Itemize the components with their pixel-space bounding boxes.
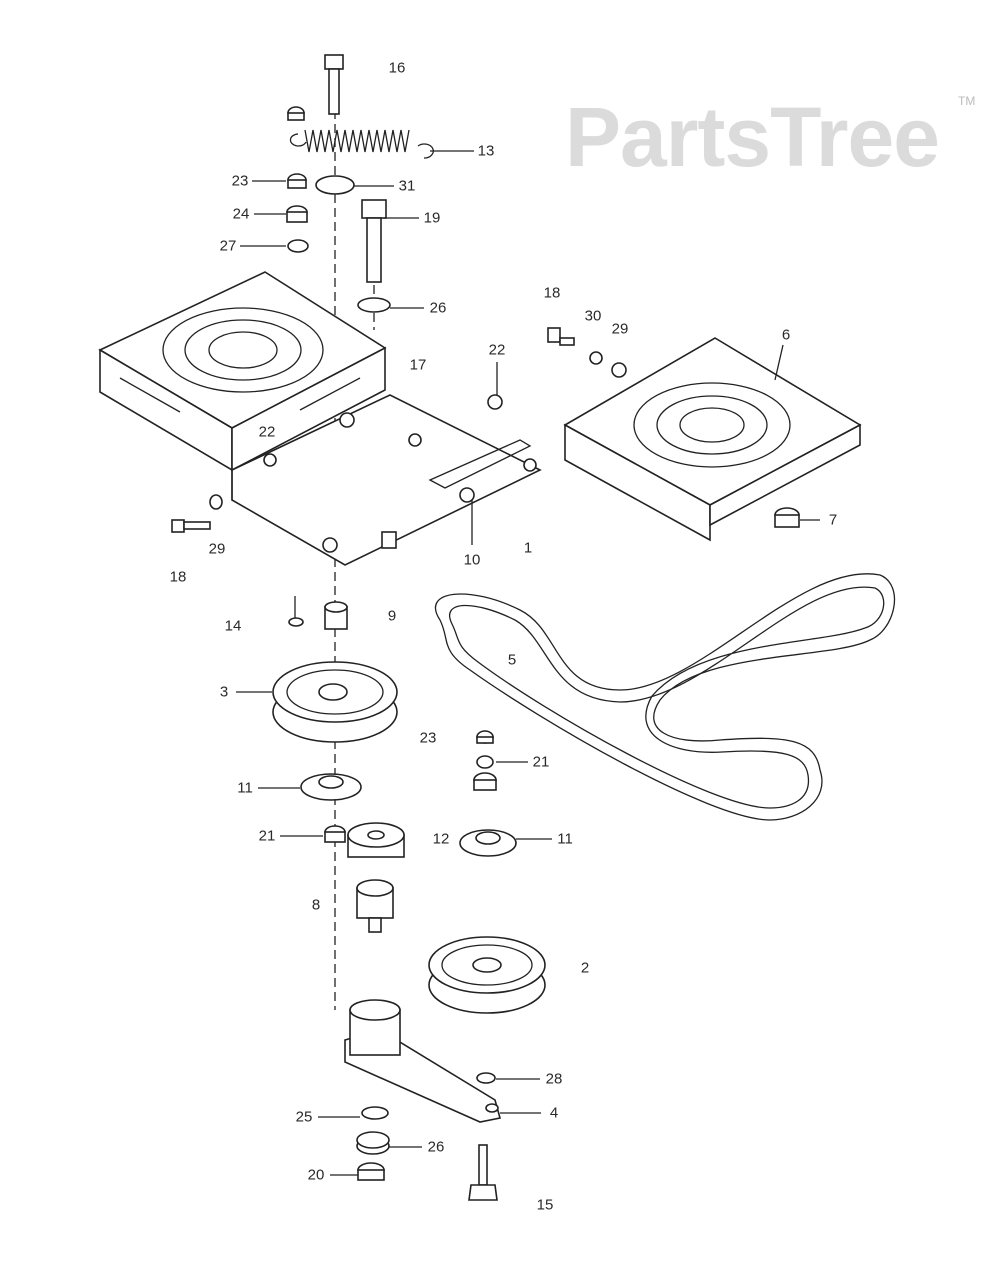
callout-label: 27 <box>219 237 237 255</box>
nut-20 <box>357 1162 385 1181</box>
callout-label: 21 <box>532 753 550 771</box>
callout-label: 1 <box>523 539 533 557</box>
nut-23 <box>287 173 307 189</box>
bushing-8 <box>356 879 394 933</box>
callout-label: 26 <box>429 299 447 317</box>
callout-label: 17 <box>409 356 427 374</box>
callout-label: 13 <box>477 142 495 160</box>
washer-right <box>476 755 494 769</box>
spacer-9 <box>324 601 348 630</box>
washer-26-bottom <box>356 1131 390 1155</box>
bolt-18-left <box>171 519 211 533</box>
right-bracket-6 <box>563 337 862 542</box>
callout-label: 8 <box>311 896 321 914</box>
main-plate-1 <box>231 394 542 566</box>
callout-label: 30 <box>584 307 602 325</box>
callout-label: 22 <box>258 423 276 441</box>
nut-29-right <box>611 362 627 378</box>
bolt-15 <box>468 1144 498 1201</box>
idler-arm-4 <box>344 999 502 1123</box>
callout-label: 14 <box>224 617 242 635</box>
callout-label: 11 <box>557 830 573 848</box>
callout-label: 18 <box>543 284 561 302</box>
washer-25 <box>361 1106 389 1120</box>
callout-label: 16 <box>388 59 406 77</box>
callout-label: 5 <box>507 651 517 669</box>
callout-label: 2 <box>580 959 590 977</box>
callout-label: 29 <box>611 320 629 338</box>
washer-29-left <box>209 494 223 510</box>
callout-label: 21 <box>258 827 276 845</box>
callout-label: 23 <box>231 172 249 190</box>
nut-24 <box>286 205 308 223</box>
callout-label: 12 <box>432 830 450 848</box>
bearing-11-right <box>459 829 517 857</box>
callout-label: 9 <box>387 607 397 625</box>
washer-31 <box>315 175 355 195</box>
bolt-16 <box>324 54 344 115</box>
spring-13 <box>289 129 434 159</box>
callout-label: 19 <box>423 209 441 227</box>
watermark: PartsTree <box>565 90 940 184</box>
callout-label: 18 <box>169 568 187 586</box>
pin-14-base <box>288 617 304 627</box>
callout-label: 20 <box>307 1166 325 1184</box>
callout-label: 10 <box>463 551 481 569</box>
washer-30 <box>589 351 603 365</box>
belt-5 <box>434 573 896 821</box>
bolt-19 <box>361 199 387 283</box>
callout-label: 7 <box>828 511 838 529</box>
nut-23-right <box>476 730 494 744</box>
callout-label: 11 <box>237 779 253 797</box>
callout-label: 31 <box>398 177 416 195</box>
callout-label: 4 <box>549 1104 559 1122</box>
callout-label: 24 <box>232 205 250 223</box>
bolt-18-right <box>547 327 575 346</box>
washer-26 <box>357 297 391 313</box>
spacer-12 <box>347 822 405 858</box>
callout-label: 22 <box>488 341 506 359</box>
washer-27 <box>287 239 309 253</box>
washer-28 <box>476 1072 496 1084</box>
nut-top <box>287 106 305 121</box>
callout-label: 23 <box>419 729 437 747</box>
bearing-11-left <box>300 773 362 801</box>
callout-label: 15 <box>536 1196 554 1214</box>
leader-lines <box>236 150 820 1176</box>
callout-label: 29 <box>208 540 226 558</box>
pulley-3 <box>272 661 398 743</box>
watermark-tm: TM <box>958 94 976 108</box>
callout-label: 6 <box>781 326 791 344</box>
callout-label: 28 <box>545 1070 563 1088</box>
pulley-2 <box>428 936 546 1014</box>
bumper-7 <box>774 507 800 528</box>
nut-21-left <box>324 825 346 843</box>
callout-label: 26 <box>427 1138 445 1156</box>
nut-21-right <box>473 772 497 791</box>
callout-label: 3 <box>219 683 229 701</box>
callout-label: 25 <box>295 1108 313 1126</box>
